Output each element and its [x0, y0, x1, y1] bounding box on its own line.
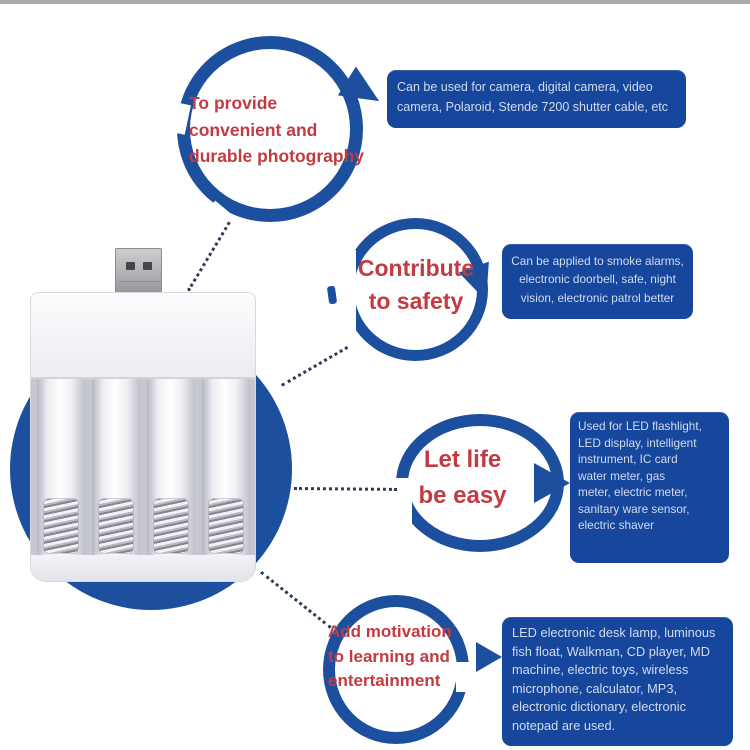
dotted-connector-line — [260, 571, 332, 629]
dotted-connector-line — [281, 346, 349, 387]
callout-box-entertainment: LED electronic desk lamp, luminous fish … — [502, 617, 733, 746]
charger-body — [30, 292, 256, 582]
callout-circle-label: Contribute to safety — [357, 255, 475, 315]
usb-plug-hole — [126, 262, 135, 270]
spring-contact — [154, 499, 188, 553]
arrow-connector — [534, 463, 570, 503]
spring-contact — [209, 499, 243, 553]
ring-gap — [386, 478, 412, 536]
arrow-connector — [476, 642, 502, 672]
dotted-connector-line — [293, 487, 397, 491]
callout-box-safety: Can be applied to smoke alarms, electron… — [502, 244, 693, 319]
spring-contact — [44, 499, 78, 553]
charger-bottom-face — [31, 555, 255, 581]
usb-plug-hole — [143, 262, 152, 270]
callout-box-photography: Can be used for camera, digital camera, … — [387, 70, 686, 128]
spring-contact — [99, 499, 133, 553]
callout-box-easy-life: Used for LED flashlight, LED display, in… — [570, 412, 729, 563]
callout-circle-label: Add motivation to learning and entertain… — [328, 622, 452, 691]
usb-plug — [115, 248, 162, 293]
ring-gap — [456, 662, 472, 692]
callout-circle-label: To provide convenient and durable photog… — [189, 93, 364, 167]
charger-top-face — [31, 293, 255, 379]
callout-circle-label: Let life be easy — [418, 446, 507, 509]
dotted-connector-line — [187, 221, 231, 292]
top-border-strip — [0, 0, 750, 4]
usb-plug-seam — [118, 281, 159, 282]
battery-slot-area — [31, 379, 255, 555]
